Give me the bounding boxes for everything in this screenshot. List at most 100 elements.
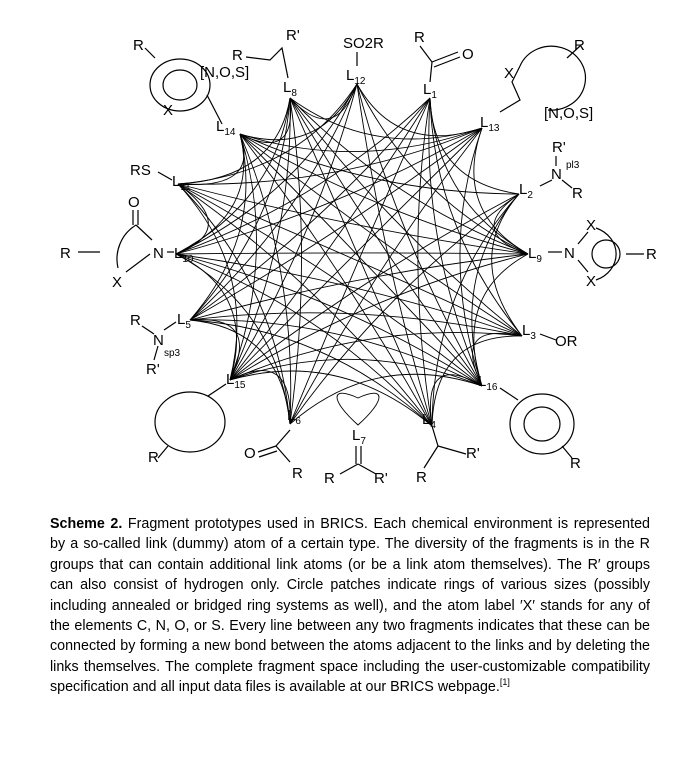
edge-L12-L15 <box>229 83 358 381</box>
fragment-L4: L4 R' R <box>416 411 480 486</box>
group-label: R <box>232 47 243 64</box>
fragment-L7: L7 R R' <box>324 392 388 487</box>
edge-L11-L15 <box>177 183 238 381</box>
edge-L8-L9 <box>289 97 529 255</box>
link-number: 15 <box>234 380 246 391</box>
link-number: 16 <box>486 382 498 393</box>
edge-L9-L15 <box>229 253 529 381</box>
group-label: R' <box>286 27 300 44</box>
link-label: L <box>287 407 295 424</box>
edge-L6-L14 <box>239 133 292 425</box>
fragment-L11: RS L11 <box>130 162 191 193</box>
edge-L15-L16 <box>229 358 483 387</box>
link-label: L <box>352 427 360 444</box>
svg-text:L12: L12 <box>346 67 366 87</box>
edge-L5-L9 <box>189 253 529 321</box>
edge-L6-L16 <box>289 373 483 425</box>
link-label: L <box>519 181 527 198</box>
link-label: L <box>283 79 291 96</box>
group-label: R <box>574 37 585 54</box>
edge-L1-L15 <box>229 97 431 381</box>
group-label: R <box>570 455 581 472</box>
fragment-L15: L15 R <box>148 371 246 466</box>
brics-scheme: R [N,O,S] X L14 R' R L8 SO2R L12 R O L1 … <box>60 27 657 487</box>
edge-L5-L8 <box>189 97 291 321</box>
link-number: 6 <box>295 416 301 427</box>
svg-text:L6: L6 <box>287 407 301 427</box>
edge-L9-L10 <box>175 252 529 255</box>
link-label: L <box>346 67 354 84</box>
scheme-caption: Scheme 2. Fragment prototypes used in BR… <box>50 514 650 698</box>
hybridization-label: sp3 <box>164 348 181 359</box>
group-label: N <box>551 166 562 183</box>
edge-L9-L14 <box>239 133 529 255</box>
group-label: SO2R <box>343 35 384 52</box>
fragment-L6: L6 O R <box>244 407 303 482</box>
group-label: R <box>416 469 427 486</box>
caption-label: Scheme 2. <box>50 516 123 532</box>
hybridization-label: pl3 <box>566 160 580 171</box>
group-label: R <box>292 465 303 482</box>
edge-L6-L8 <box>289 97 302 425</box>
svg-text:L2: L2 <box>519 181 533 201</box>
svg-text:L16: L16 <box>478 373 498 393</box>
svg-text:L4: L4 <box>422 411 436 431</box>
ring-outline <box>149 58 211 112</box>
link-number: 3 <box>530 331 536 342</box>
link-number: 9 <box>536 254 542 265</box>
edge-L2-L15 <box>229 193 520 381</box>
edge-L1-L16 <box>428 97 483 387</box>
fragment-L5: R N sp3 R' L5 <box>130 311 191 378</box>
svg-text:L15: L15 <box>226 371 246 391</box>
group-label: X <box>112 274 122 291</box>
fragment-L9: N X X R L9 <box>528 217 657 290</box>
link-label: L <box>478 373 486 390</box>
link-number: 4 <box>430 420 436 431</box>
edge-L1-L5 <box>189 97 431 321</box>
edge-L3-L16 <box>472 332 523 387</box>
group-label: R' <box>146 361 160 378</box>
svg-text:L3: L3 <box>522 322 536 342</box>
fragment-L14: R [N,O,S] X L14 <box>133 37 249 138</box>
fragment-L3: L3 OR <box>522 322 578 350</box>
edge-L14-L16 <box>239 133 483 387</box>
edge-L12-L16 <box>356 83 483 387</box>
compatibility-edges <box>175 83 529 427</box>
svg-text:L5: L5 <box>177 311 191 331</box>
ring-outline <box>154 391 226 453</box>
fragment-L2: R' N pl3 R L2 <box>519 139 583 202</box>
caption-reference: [1] <box>499 677 510 688</box>
fragment-L1: R O L1 <box>414 29 474 101</box>
edge-L4-L15 <box>229 370 433 427</box>
link-label: L <box>422 411 430 428</box>
group-label: R <box>148 449 159 466</box>
link-number: 1 <box>431 90 437 101</box>
svg-text:L10: L10 <box>174 245 194 265</box>
link-number: 2 <box>527 190 533 201</box>
fragment-L13: R X [N,O,S] L13 <box>480 37 593 134</box>
edge-L9-L13 <box>473 127 529 255</box>
group-label: R <box>646 246 657 263</box>
edge-L3-L10 <box>175 253 523 337</box>
fragment-L8: R' R L8 <box>232 27 300 99</box>
self-compatibility-loop <box>336 392 380 426</box>
link-label: L <box>528 245 536 262</box>
edge-L4-L8 <box>289 97 433 427</box>
edge-L5-L14 <box>189 133 247 321</box>
link-label: L <box>177 311 185 328</box>
group-label: R' <box>374 470 388 487</box>
edge-L9-L16 <box>473 253 529 387</box>
edge-L6-L11 <box>177 183 291 425</box>
link-label: L <box>172 173 180 190</box>
group-label: R <box>130 312 141 329</box>
group-label: OR <box>555 333 578 350</box>
edge-L4-L10 <box>175 253 433 427</box>
edge-L8-L16 <box>289 97 483 387</box>
edge-L2-L14 <box>239 133 520 195</box>
edge-L5-L16 <box>189 319 483 387</box>
fragment-L10: O N X R L10 <box>60 194 194 291</box>
group-label: R <box>324 470 335 487</box>
edge-L13-L14 <box>239 127 483 152</box>
link-number: 13 <box>488 123 500 134</box>
edge-L1-L9 <box>429 97 529 255</box>
